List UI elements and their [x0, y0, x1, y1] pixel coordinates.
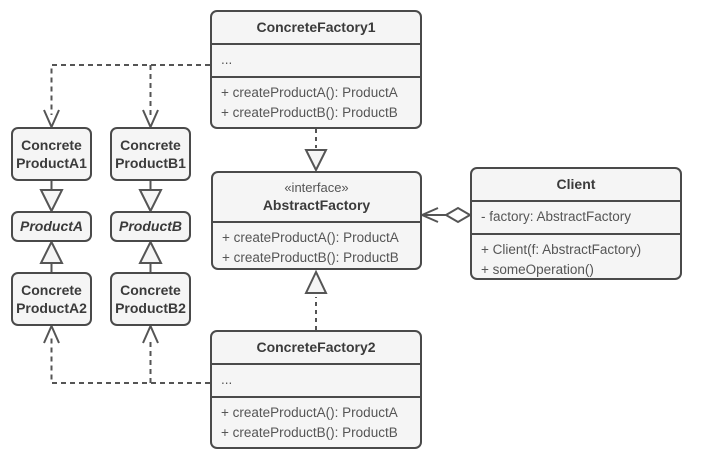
operation-row: + createProductB(): ProductB: [222, 250, 399, 265]
class-title-concrete-product-a1: Concrete ProductA1: [16, 137, 87, 171]
class-box-concrete-product-a1[interactable]: Concrete ProductA1: [11, 127, 92, 181]
class-box-concrete-product-a2[interactable]: Concrete ProductA2: [11, 272, 92, 326]
realization-concretefactory1-abstractfactory: [304, 129, 328, 173]
class-title-product-a: ProductA: [20, 218, 83, 234]
generalization-concreteproducta1-producta: [39, 181, 64, 214]
generalization-concreteproducta2-producta: [39, 239, 64, 272]
generalization-concreteproductb2-productb: [138, 239, 163, 272]
class-title-client: Client: [556, 176, 596, 192]
attribute-row: ...: [221, 372, 233, 387]
operation-row: + createProductA(): ProductA: [221, 85, 398, 100]
class-title-concrete-product-b1: Concrete ProductB1: [115, 137, 186, 171]
class-operations-concrete-factory-2: + createProductA(): ProductA + createPro…: [212, 396, 420, 447]
realization-concretefactory2-abstractfactory: [304, 269, 328, 330]
class-box-product-b[interactable]: ProductB: [110, 211, 191, 242]
class-box-concrete-factory-2[interactable]: ConcreteFactory2 ... + createProductA():…: [210, 330, 422, 449]
dependency-concretefactory1-products: [43, 64, 210, 128]
class-box-concrete-product-b1[interactable]: Concrete ProductB1: [110, 127, 191, 181]
operation-row: + createProductA(): ProductA: [222, 230, 399, 245]
class-attributes-concrete-factory-2: ...: [212, 363, 420, 396]
operation-row: + createProductB(): ProductB: [221, 425, 398, 440]
operation-row: + Client(f: AbstractFactory): [481, 242, 642, 257]
class-box-client[interactable]: Client - factory: AbstractFactory + Clie…: [470, 167, 682, 280]
class-box-concrete-product-b2[interactable]: Concrete ProductB2: [110, 272, 191, 326]
stereotype-label: «interface»: [284, 180, 349, 195]
class-title-concrete-product-b2: Concrete ProductB2: [115, 282, 186, 316]
generalization-concreteproductb1-productb: [138, 181, 163, 214]
aggregation-client-abstractfactory: [421, 206, 472, 224]
class-attributes-client: - factory: AbstractFactory: [472, 200, 680, 233]
class-title-abstract-factory: «interface» AbstractFactory: [213, 173, 420, 221]
operation-row: + createProductB(): ProductB: [221, 105, 398, 120]
class-operations-abstract-factory: + createProductA(): ProductA + createPro…: [213, 221, 420, 268]
class-title-product-b: ProductB: [119, 218, 182, 234]
class-title-concrete-product-a2: Concrete ProductA2: [16, 282, 87, 316]
class-attributes-concrete-factory-1: ...: [212, 43, 420, 76]
attribute-row: ...: [221, 52, 233, 67]
class-box-concrete-factory-1[interactable]: ConcreteFactory1 ... + createProductA():…: [210, 10, 422, 129]
operation-row: + someOperation(): [481, 262, 594, 277]
attribute-row: - factory: AbstractFactory: [481, 209, 632, 224]
class-box-abstract-factory[interactable]: «interface» AbstractFactory + createProd…: [211, 171, 422, 270]
dependency-concretefactory2-products: [43, 325, 210, 384]
class-operations-client: + Client(f: AbstractFactory) + someOpera…: [472, 233, 680, 278]
class-title-concrete-factory-2: ConcreteFactory2: [256, 339, 376, 355]
class-title-concrete-factory-1: ConcreteFactory1: [256, 19, 376, 35]
class-box-product-a[interactable]: ProductA: [11, 211, 92, 242]
operation-row: + createProductA(): ProductA: [221, 405, 398, 420]
class-operations-concrete-factory-1: + createProductA(): ProductA + createPro…: [212, 76, 420, 127]
